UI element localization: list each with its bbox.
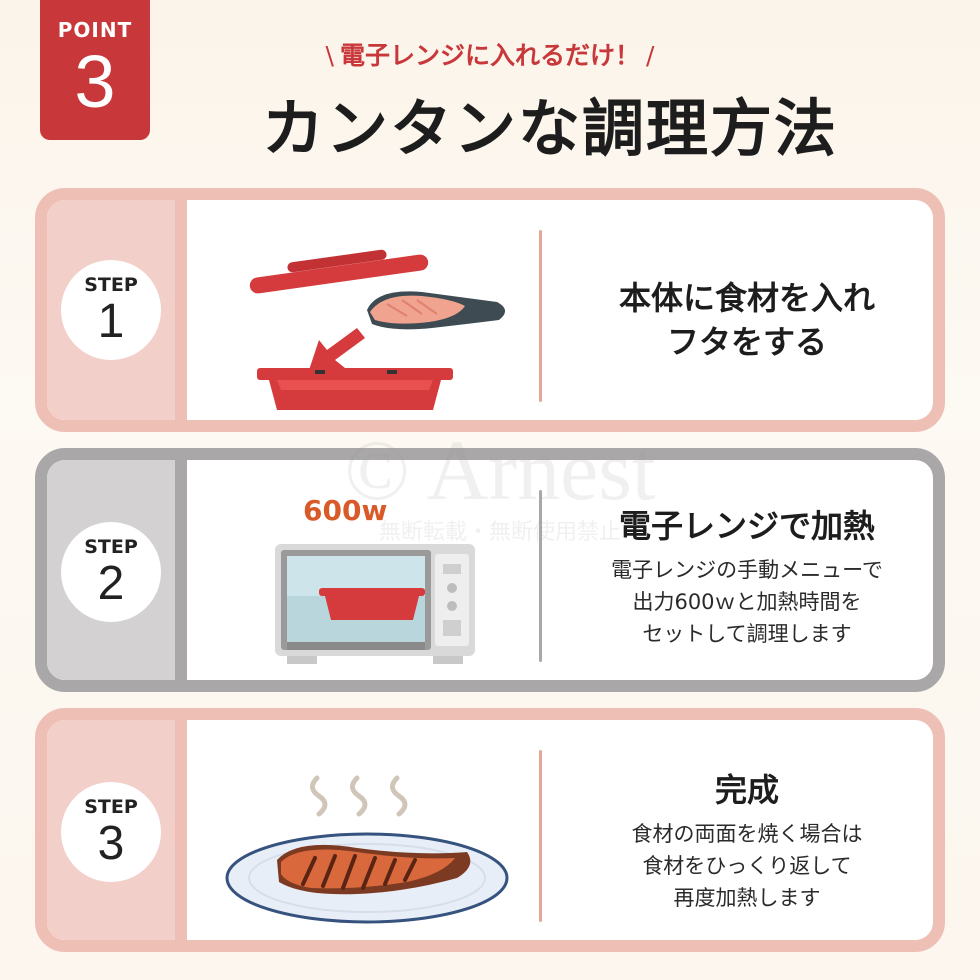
step3-body-line1: 食材の両面を焼く場合は [631, 822, 863, 846]
lid-salmon-container-icon [249, 249, 506, 410]
step1-heading-line2: フタをする [666, 323, 827, 361]
step-divider [539, 490, 542, 662]
step2-body-line2: 出力600ｗと加熱時間を [632, 590, 862, 614]
step1-heading-line1: 本体に食材を入れ [618, 279, 875, 317]
step2-heading: 電子レンジで加熱 [618, 507, 875, 545]
point-badge: POINT 3 [40, 0, 150, 140]
step-side-divider [175, 200, 187, 420]
step3-body-line3: 再度加熱します [673, 886, 821, 910]
step3-body: 食材の両面を焼く場合は 食材をひっくり返して 再度加熱します [547, 818, 933, 914]
step-label: STEP [84, 274, 138, 296]
step-card-2: STEP 2 600w 電子レンジで加熱 電子レンジの手動メニューで 出力600… [35, 448, 945, 692]
step3-body-line2: 食材をひっくり返して [642, 854, 852, 878]
step-badge-2: STEP 2 [61, 522, 161, 622]
grilled-salmon-plate-icon [225, 775, 509, 924]
step2-body-line1: 電子レンジの手動メニューで [611, 558, 883, 582]
step-number: 1 [97, 295, 125, 348]
step1-text: 本体に食材を入れ フタをする [547, 276, 933, 364]
subtitle-text: 電子レンジに入れるだけ！ [339, 41, 640, 70]
page-title: カンタンな調理方法 [261, 92, 838, 165]
header-subtitle: \電子レンジに入れるだけ！/ [0, 36, 980, 72]
subtitle-slash-right: / [646, 41, 655, 70]
step3-text: 完成 食材の両面を焼く場合は 食材をひっくり返して 再度加熱します [547, 768, 933, 914]
step-label: STEP [84, 796, 138, 818]
point-number: 3 [74, 40, 116, 123]
step3-illustration [207, 748, 537, 928]
step-number: 3 [97, 817, 125, 870]
step2-body-line3: セットして調理します [642, 622, 852, 646]
step2-body: 電子レンジの手動メニューで 出力600ｗと加熱時間を セットして調理します [547, 554, 933, 650]
point-label: POINT [57, 18, 133, 42]
step-badge-3: STEP 3 [61, 782, 161, 882]
step-badge-1: STEP 1 [61, 260, 161, 360]
step-card-3: STEP 3 完成 食 [35, 708, 945, 952]
step1-illustration [207, 220, 537, 410]
step-number: 2 [97, 557, 125, 610]
step-side-divider [175, 720, 187, 940]
step-card-1: STEP 1 本体に食材を入れ フタをする [35, 188, 945, 432]
step2-text: 電子レンジで加熱 電子レンジの手動メニューで 出力600ｗと加熱時間を セットし… [547, 504, 933, 650]
step-label: STEP [84, 536, 138, 558]
step-side-divider [175, 460, 187, 680]
power-label: 600w [303, 494, 388, 527]
microwave-icon [275, 544, 475, 664]
subtitle-slash-left: \ [325, 41, 334, 70]
step-divider [539, 230, 542, 402]
step3-heading: 完成 [714, 771, 779, 809]
step-divider [539, 750, 542, 922]
